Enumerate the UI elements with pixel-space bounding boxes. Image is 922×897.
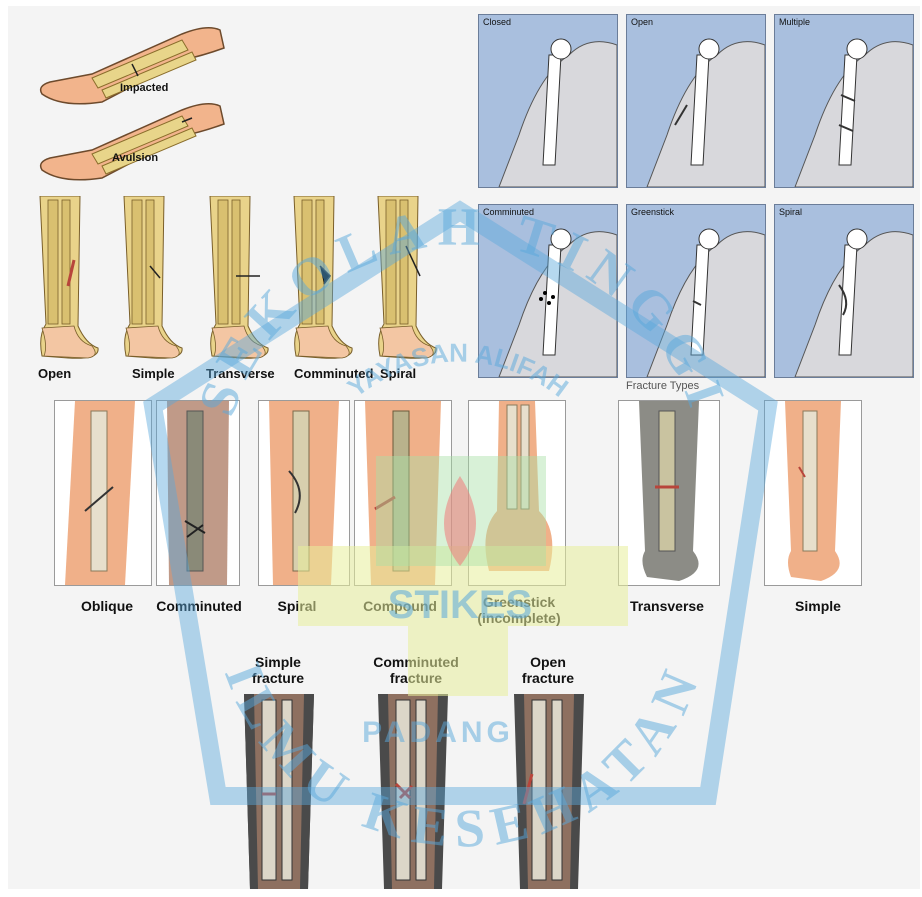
xray-panel-greenstick: Greenstick [626, 204, 766, 378]
label-oblique: Oblique [62, 598, 152, 614]
label-leg-open: Open [38, 366, 71, 381]
photo-oblique [54, 400, 152, 586]
photo-transverse [618, 400, 720, 586]
label-avulsion: Avulsion [112, 152, 158, 164]
photo-compound [354, 400, 452, 586]
xray-panel-open: Open [626, 14, 766, 188]
xray-panel-closed: Closed [478, 14, 618, 188]
xray-caption: Fracture Types [626, 380, 699, 392]
forearm-avulsion-illustration [32, 92, 232, 182]
photo-spiral [258, 400, 350, 586]
label-leg-simple: Simple [132, 366, 175, 381]
xray-label-spiral: Spiral [779, 207, 802, 217]
xray-panel-comminuted: Comminuted [478, 204, 618, 378]
label-photo-spiral: Spiral [262, 598, 332, 614]
label-photo-comminuted: Comminuted [150, 598, 248, 614]
label-photo-transverse: Transverse [612, 598, 722, 614]
label-leg-transverse: Transverse [206, 366, 275, 381]
xray-label-open: Open [631, 17, 653, 27]
legs-yellow-bones-illustration [28, 196, 468, 366]
xray-label-multiple: Multiple [779, 17, 810, 27]
label-photo-simple: Simple [778, 598, 858, 614]
photo-comminuted [156, 400, 240, 586]
xray-label-closed: Closed [483, 17, 511, 27]
label-leg-spiral: Spiral [380, 366, 416, 381]
bottom-xray-legs-illustration [224, 694, 624, 889]
fracture-types-illustration: Impacted Avulsion Open Simple Transverse… [8, 6, 920, 889]
xray-label-comminuted: Comminuted [483, 207, 534, 217]
xray-label-greenstick: Greenstick [631, 207, 674, 217]
label-greenstick: Greenstick(incomplete) [464, 594, 574, 626]
photo-simple [764, 400, 862, 586]
label-leg-comminuted: Comminuted [294, 366, 373, 381]
xray-panel-multiple: Multiple [774, 14, 914, 188]
photo-greenstick [468, 400, 566, 586]
xray-panel-spiral: Spiral [774, 204, 914, 378]
label-compound: Compound [350, 598, 450, 614]
